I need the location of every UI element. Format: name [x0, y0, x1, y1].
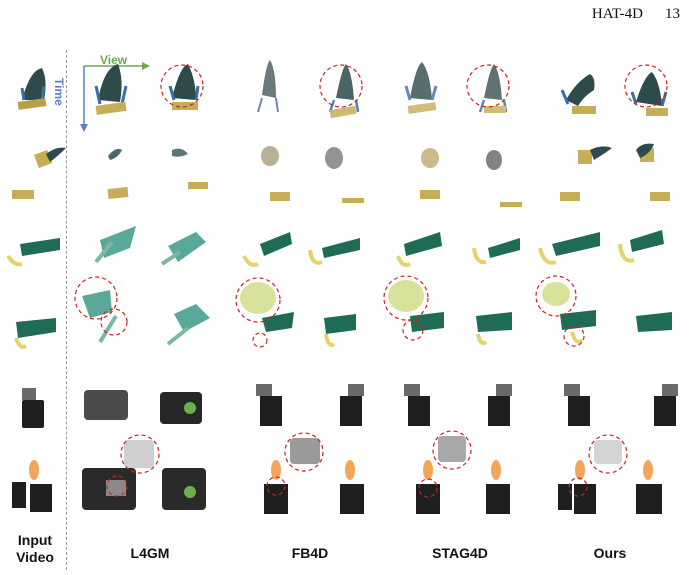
- thumb-l4gm-cleaver-4: [166, 304, 210, 346]
- highlight-circle: [100, 308, 128, 336]
- thumb-l4gm-cleaver-2: [160, 232, 206, 266]
- highlight-circle: [418, 478, 438, 498]
- thumb-ours-clip-1: [560, 74, 596, 114]
- column-label-fb4d: FB4D: [291, 545, 329, 561]
- highlight-circle: [252, 332, 268, 348]
- highlight-circle: [563, 325, 585, 347]
- thumb-l4gm-clip-top-2: [172, 148, 188, 157]
- thumb-l4gm-cleaver-1: [94, 226, 136, 264]
- thumb-l4gm-card-2: [188, 182, 208, 189]
- thumb-l4gm-clip-2: [168, 64, 200, 110]
- thumb-l4gm-cleaver-3: [82, 290, 118, 344]
- highlight-circle: [120, 434, 160, 474]
- thumb-ours-clip-2: [630, 72, 668, 116]
- row-lighter: [12, 384, 678, 514]
- highlight-circle: [266, 476, 286, 496]
- thumb-fb4d-cleaver-1: [242, 232, 292, 267]
- thumb-stag4d-card-2: [500, 202, 522, 207]
- row-clip-topview: [34, 143, 654, 170]
- highlight-circle: [74, 276, 118, 320]
- thumb-fb4d-clip-top-2: [325, 147, 343, 169]
- time-arrow-head: [80, 124, 88, 132]
- thumb-l4gm-clip-1: [94, 64, 128, 115]
- thumb-l4gm-card-1: [107, 186, 129, 200]
- thumb-stag4d-cleaver-4: [476, 312, 512, 345]
- thumb-ours-cleaver-2: [618, 230, 664, 263]
- thumb-fb4d-clip-1: [257, 60, 279, 113]
- thumb-input-lighter-1: [22, 388, 44, 428]
- thumb-ours-clip-top-2: [636, 143, 654, 162]
- row-cards: [12, 182, 670, 207]
- thumb-fb4d-cleaver-2: [308, 238, 360, 265]
- thumb-fb4d-card-1: [270, 192, 290, 201]
- highlight-circle: [319, 64, 363, 108]
- column-label-ours: Ours: [593, 545, 627, 561]
- thumb-fb4d-clip-2: [328, 64, 360, 119]
- thumb-input-card: [12, 190, 34, 199]
- column-divider: [66, 50, 67, 570]
- time-axis-label: Time: [52, 78, 66, 106]
- thumb-input-clip: [17, 68, 47, 110]
- highlight-circle: [284, 432, 324, 472]
- header-title: HAT-4D: [591, 6, 643, 22]
- thumb-ours-lighter-2: [558, 440, 662, 514]
- thumb-input-cleaver-1: [6, 238, 60, 267]
- highlight-circle: [535, 275, 577, 317]
- thumb-fb4d-clip-top-1: [261, 146, 279, 166]
- view-arrow-head: [142, 62, 150, 70]
- column-label-input-line2: Video: [16, 549, 54, 565]
- thumb-fb4d-card-2: [342, 198, 364, 203]
- highlight-circle: [402, 319, 424, 341]
- column-label-stag4d: STAG4D: [432, 545, 488, 561]
- thumb-ours-lighter-1: [564, 384, 678, 426]
- thumb-input-cleaver-2: [14, 318, 56, 349]
- highlight-circle: [160, 64, 204, 108]
- thumb-stag4d-lighter-1: [404, 384, 512, 426]
- thumb-input-lighter-2: [12, 460, 52, 512]
- thumb-stag4d-clip-1: [404, 62, 438, 114]
- page-number: 13: [665, 6, 680, 22]
- row-cleaver: [6, 226, 672, 349]
- highlight-circle: [106, 475, 128, 497]
- thumb-ours-cleaver-1: [538, 232, 600, 265]
- highlight-circle: [432, 430, 472, 470]
- thumb-fb4d-cleaver-4: [324, 314, 356, 347]
- highlight-circle: [235, 277, 281, 323]
- running-head: HAT-4D 13: [592, 6, 680, 23]
- thumb-stag4d-cleaver-1: [396, 232, 442, 267]
- thumb-stag4d-cleaver-2: [472, 238, 520, 265]
- row-clip: [17, 60, 668, 119]
- view-axis-label: View: [100, 53, 128, 67]
- thumb-fb4d-lighter-1: [256, 384, 364, 426]
- thumb-l4gm-clip-top-1: [108, 148, 122, 160]
- highlight-circle: [568, 477, 588, 497]
- highlight-circles: [74, 64, 668, 498]
- thumb-stag4d-clip-top-2: [486, 150, 502, 170]
- column-label-input-line1: Input: [17, 532, 53, 548]
- thumb-stag4d-clip-top-1: [421, 148, 439, 168]
- highlight-circle: [624, 64, 668, 108]
- thumb-stag4d-card-1: [420, 190, 440, 199]
- thumb-fb4d-cleaver-3: [240, 282, 294, 332]
- column-label-input: Input Video: [10, 532, 60, 566]
- thumb-ours-cleaver-4: [636, 312, 672, 332]
- thumb-l4gm-lighter-1: [84, 390, 202, 424]
- column-label-l4gm: L4GM: [130, 545, 170, 561]
- highlight-circle: [383, 275, 429, 321]
- thumb-stag4d-clip-2: [478, 64, 508, 113]
- highlight-circle: [588, 434, 628, 474]
- thumb-input-clip-top: [34, 147, 66, 168]
- thumb-ours-card-2: [650, 192, 670, 201]
- thumb-stag4d-cleaver-3: [388, 280, 444, 332]
- thumb-stag4d-lighter-2: [416, 436, 510, 514]
- thumb-ours-card-1: [560, 192, 580, 201]
- highlight-circle: [466, 64, 510, 108]
- thumb-l4gm-lighter-2: [82, 440, 206, 510]
- thumb-ours-cleaver-3: [542, 282, 596, 344]
- thumb-fb4d-lighter-2: [264, 438, 364, 514]
- thumb-ours-clip-top-1: [578, 146, 612, 164]
